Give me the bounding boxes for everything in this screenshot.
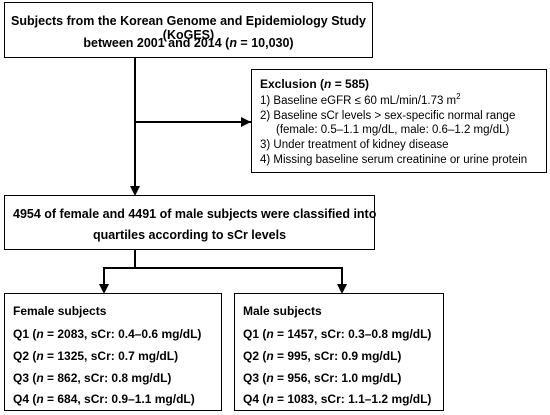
female-q3: Q3 (n = 862, sCr: 0.8 mg/dL) bbox=[13, 371, 172, 385]
female-subjects-box: Female subjects Q1 (n = 2083, sCr: 0.4–0… bbox=[4, 293, 222, 411]
classification-line-1: 4954 of female and 4491 of male subjects… bbox=[13, 207, 377, 221]
arrow-to-female-box bbox=[99, 284, 109, 294]
source-line-2: between 2001 and 2014 (n = 10,030) bbox=[83, 36, 294, 50]
split-connector-vertical bbox=[134, 250, 136, 268]
arrow-to-exclusion-box bbox=[241, 117, 251, 127]
split-connector-horizontal bbox=[103, 267, 343, 269]
exclusion-item-1: 1) Baseline eGFR ≤ 60 mL/min/1.73 m2 bbox=[260, 92, 461, 107]
classification-line-2: quartiles according to sCr levels bbox=[92, 228, 287, 242]
source-line-1: Subjects from the Korean Genome and Epid… bbox=[11, 14, 366, 42]
female-q1: Q1 (n = 2083, sCr: 0.4–0.6 mg/dL) bbox=[13, 327, 202, 341]
exclusion-item-3: 3) Under treatment of kidney disease bbox=[260, 139, 449, 151]
exclusion-connector bbox=[135, 121, 251, 123]
exclusion-item-2: 2) Baseline sCr levels > sex-specific no… bbox=[260, 110, 516, 122]
exclusion-box: Exclusion (n = 585) 1) Baseline eGFR ≤ 6… bbox=[251, 69, 547, 173]
arrow-to-middle-box bbox=[130, 186, 140, 196]
female-connector bbox=[103, 267, 105, 284]
exclusion-item-4: 4) Missing baseline serum creatinine or … bbox=[260, 154, 528, 166]
arrow-to-male-box bbox=[337, 284, 347, 294]
female-q2: Q2 (n = 1325, sCr: 0.7 mg/dL) bbox=[13, 349, 179, 363]
female-title: Female subjects bbox=[13, 304, 107, 318]
male-q3: Q3 (n = 956, sCr: 1.0 mg/dL) bbox=[243, 371, 402, 385]
female-q4: Q4 (n = 684, sCr: 0.9–1.1 mg/dL) bbox=[13, 392, 195, 406]
classification-box: 4954 of female and 4491 of male subjects… bbox=[4, 195, 377, 250]
male-q4: Q4 (n = 1083, sCr: 1.1–1.2 mg/dL) bbox=[243, 392, 432, 406]
exclusion-item-2-continued: (female: 0.5–1.1 mg/dL, male: 0.6–1.2 mg… bbox=[276, 124, 510, 136]
male-subjects-box: Male subjects Q1 (n = 1457, sCr: 0.3–0.8… bbox=[234, 293, 444, 411]
exclusion-title: Exclusion (n = 585) bbox=[260, 77, 370, 91]
male-connector bbox=[341, 267, 343, 284]
source-population-box: Subjects from the Korean Genome and Epid… bbox=[4, 2, 373, 58]
male-title: Male subjects bbox=[243, 304, 322, 318]
male-q1: Q1 (n = 1457, sCr: 0.3–0.8 mg/dL) bbox=[243, 327, 432, 341]
male-q2: Q2 (n = 995, sCr: 0.9 mg/dL) bbox=[243, 349, 402, 363]
